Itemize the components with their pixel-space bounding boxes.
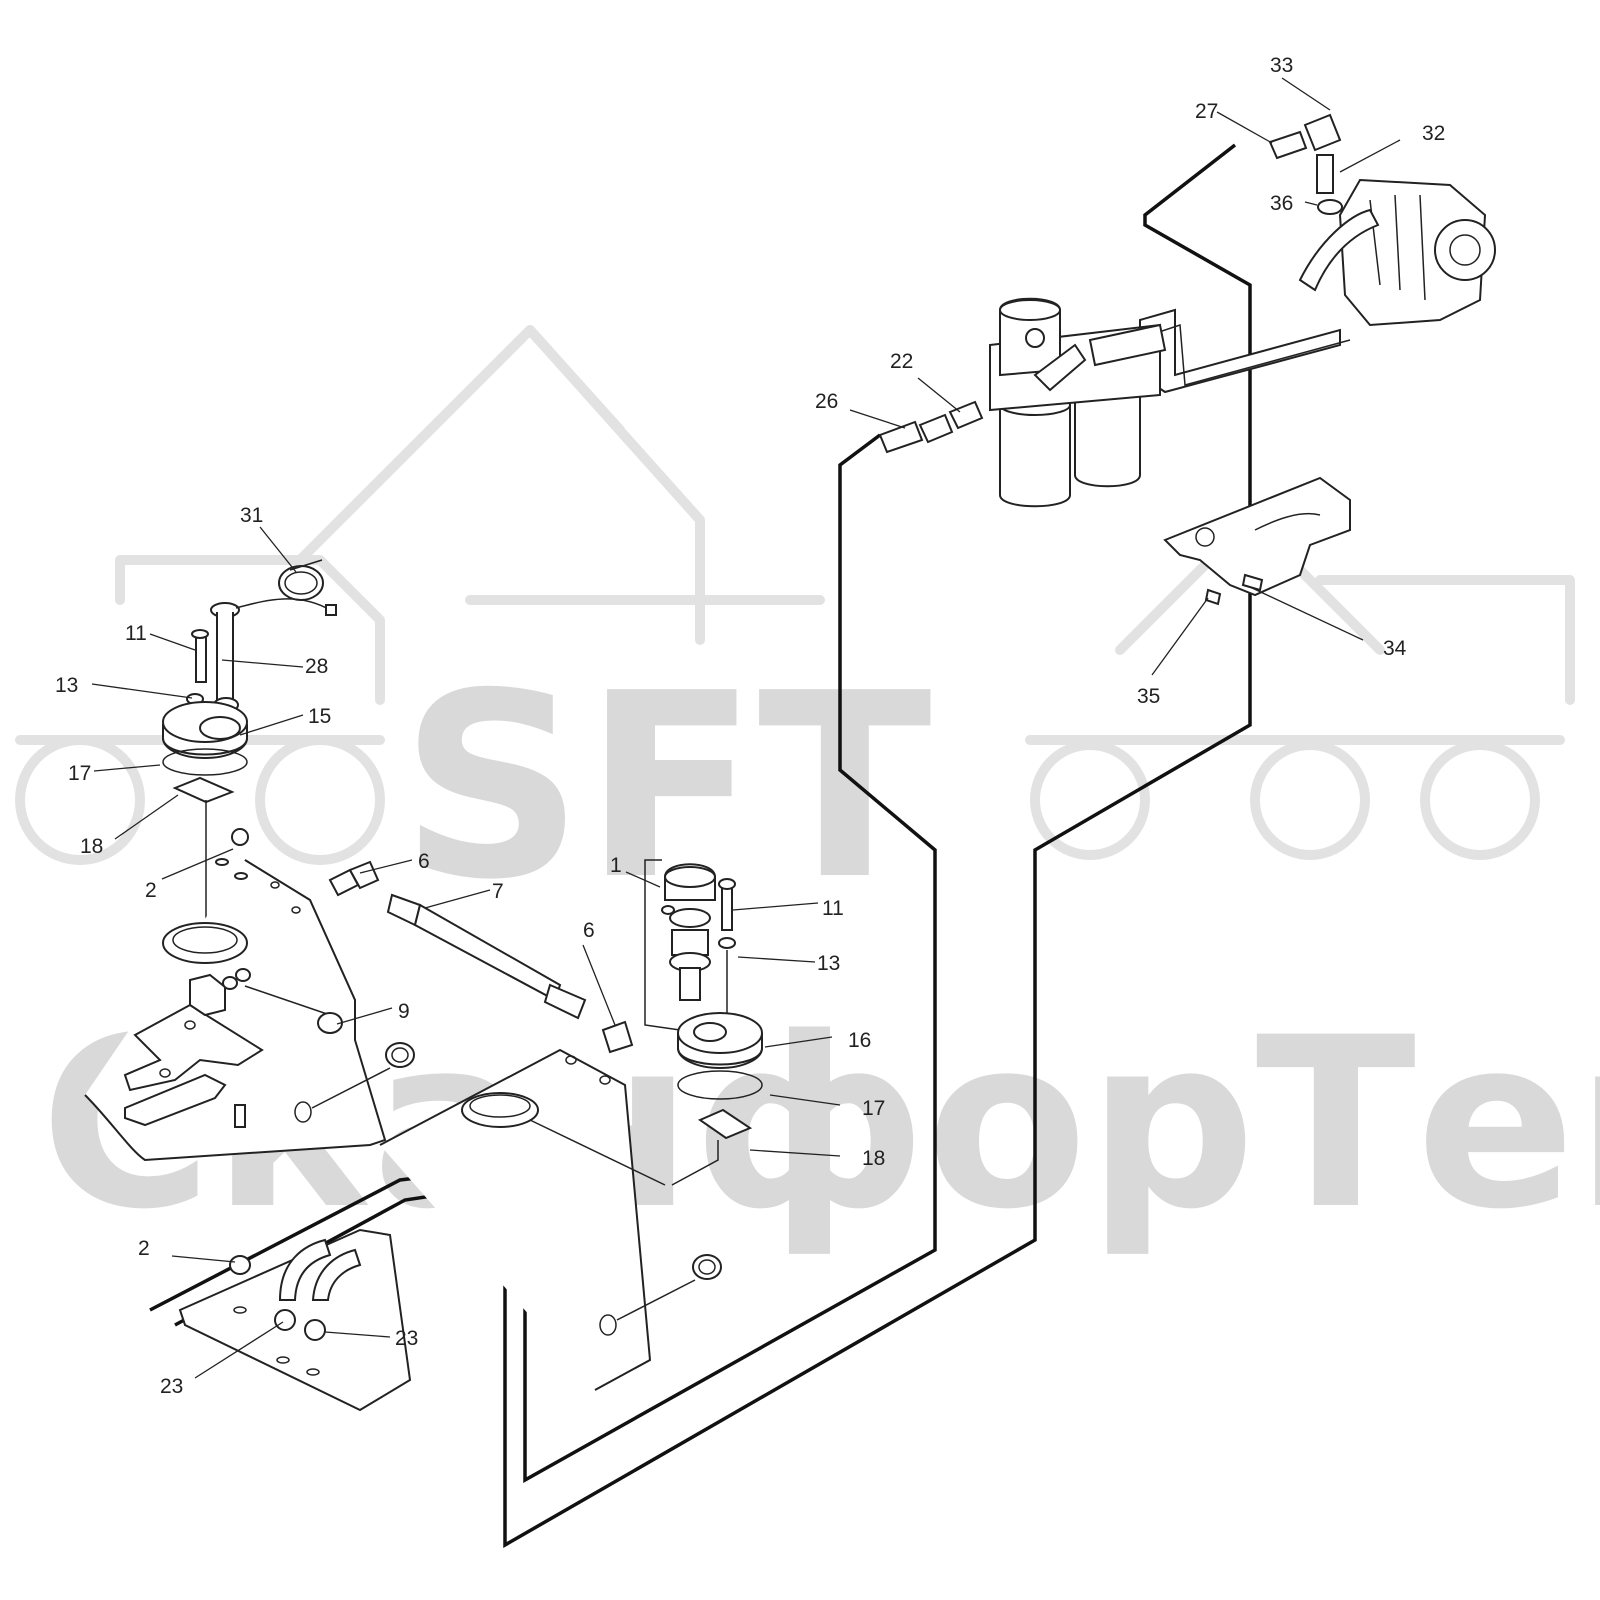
left-tank	[84, 828, 415, 1162]
bottom-fittings	[178, 1228, 412, 1412]
filler-neck-assembly	[644, 859, 763, 1186]
callout-6-left: 6	[418, 850, 430, 873]
leader-lines	[91, 77, 1401, 1379]
callout-34: 34	[1383, 637, 1407, 660]
callout-6-right: 6	[583, 919, 595, 942]
tank-interconnect-hose	[328, 860, 634, 1054]
callout-13-left: 13	[55, 674, 78, 697]
fuel-filter-assembly	[989, 297, 1167, 508]
filter-to-pump-lines	[1139, 308, 1351, 394]
right-tank	[379, 1048, 722, 1391]
callout-11-right: 11	[822, 897, 844, 920]
callout-26: 26	[815, 390, 838, 413]
callout-23-left: 23	[160, 1375, 183, 1398]
filter-bracket	[1163, 476, 1351, 606]
callout-28: 28	[305, 655, 328, 678]
level-sender-assembly	[162, 559, 337, 935]
callout-36: 36	[1270, 192, 1293, 215]
callout-22: 22	[890, 350, 913, 373]
callout-labels: 31 11 28 13 15 17 18 2 6 7 9 6 1 11 13 1…	[55, 54, 1445, 1398]
injection-pump	[1298, 178, 1496, 327]
callout-13-right: 13	[817, 952, 840, 975]
callout-2-bottom: 2	[138, 1237, 150, 1260]
return-connectors	[878, 113, 1343, 454]
callout-18-left: 18	[80, 835, 103, 858]
callout-17-left: 17	[68, 762, 91, 785]
callout-32: 32	[1422, 122, 1445, 145]
callout-33: 33	[1270, 54, 1293, 77]
callout-35: 35	[1137, 685, 1160, 708]
callout-2-top: 2	[145, 879, 157, 902]
callout-27: 27	[1195, 100, 1218, 123]
callout-7: 7	[492, 880, 504, 903]
callout-16: 16	[848, 1029, 871, 1052]
watermark-excavator-left	[15, 325, 825, 865]
callout-31: 31	[240, 504, 263, 527]
callout-1: 1	[610, 854, 622, 877]
callout-15: 15	[308, 705, 331, 728]
callout-17-right: 17	[862, 1097, 885, 1120]
callout-23-right: 23	[395, 1327, 418, 1350]
callout-11-left: 11	[125, 622, 147, 645]
callout-18-right: 18	[862, 1147, 885, 1170]
watermark-excavator-right	[1025, 515, 1575, 860]
callout-9: 9	[398, 1000, 410, 1023]
